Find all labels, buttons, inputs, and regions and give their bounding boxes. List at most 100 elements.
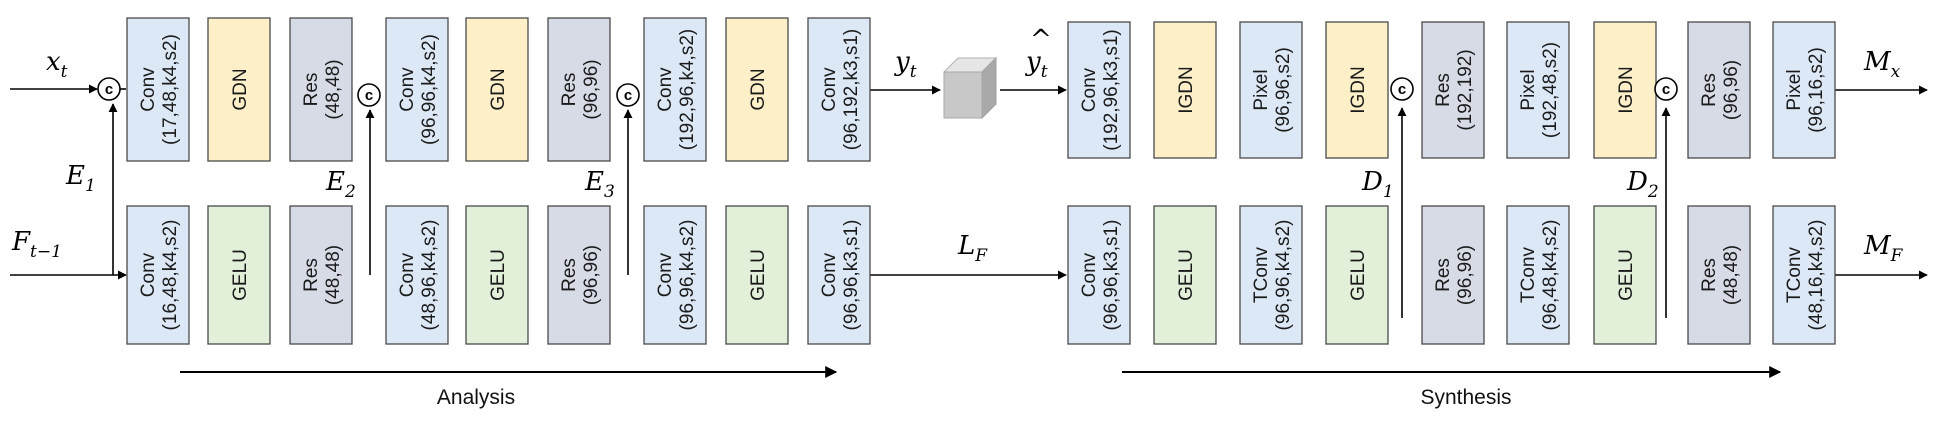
block-rect <box>465 17 529 162</box>
block-label-line: GELU <box>488 249 509 301</box>
block-rect <box>126 205 190 345</box>
block-rect <box>1325 205 1389 345</box>
block-label-line: Conv <box>655 67 676 112</box>
block-a-conv1-bot: Conv(16,48,k4,s2) <box>126 205 190 345</box>
block-label: Pixel(96,16,s2) <box>1784 47 1827 133</box>
label-l-f: LF <box>957 231 988 266</box>
block-a-res2-bot: Res(96,96) <box>547 205 611 345</box>
block-label: Res(48,48) <box>301 59 344 119</box>
block-rect <box>1687 21 1751 159</box>
block-a-conv4-top: Conv(96,192,k3,s1) <box>807 17 871 162</box>
block-label-line: Res <box>1699 73 1720 107</box>
block-a-conv2-top: Conv(96,96,k4,s2) <box>385 17 449 162</box>
block-label-line: IGDN <box>1348 66 1369 114</box>
block-label: Conv(96,96,k4,s2) <box>655 220 698 331</box>
block-label-line: (17,48,k4,s2) <box>160 34 181 145</box>
block-rect <box>1687 205 1751 345</box>
block-s-conv-top: Conv(192,96,k3,s1) <box>1067 21 1131 159</box>
block-label-line: Res <box>301 258 322 292</box>
concat-label: c <box>1662 81 1670 98</box>
block-a-gelu3: GELU <box>725 205 789 345</box>
block-s-conv-bot: Conv(96,96,k3,s1) <box>1067 205 1131 345</box>
block-rect <box>1506 205 1570 345</box>
concat-label: c <box>105 81 113 98</box>
block-rect <box>1153 21 1217 159</box>
caption-analysis: Analysis <box>437 386 515 409</box>
block-label: GELU <box>1176 249 1197 301</box>
block-label: Conv(96,96,k3,s1) <box>819 220 862 331</box>
concat-node-4: c <box>1390 77 1414 101</box>
block-label-line: (96,96,s2) <box>1273 47 1294 133</box>
label-y-hat-accent: ^ <box>1030 25 1052 55</box>
block-label: GELU <box>488 249 509 301</box>
block-label-line: Conv <box>397 67 418 112</box>
block-s-res2-top: Res(96,96) <box>1687 21 1751 159</box>
block-label-line: (96,48,k4,s2) <box>1540 220 1561 331</box>
block-label-line: GELU <box>1176 249 1197 301</box>
block-label-line: (192,96,k3,s1) <box>1101 29 1122 150</box>
block-label: GELU <box>230 249 251 301</box>
block-a-gdn2: GDN <box>465 17 529 162</box>
block-rect <box>1153 205 1217 345</box>
block-label-line: (16,48,k4,s2) <box>160 220 181 331</box>
block-label-line: Res <box>559 73 580 107</box>
block-rect <box>1239 21 1303 159</box>
block-label-line: Conv <box>1079 252 1100 297</box>
block-label-line: (96,96) <box>581 59 602 119</box>
block-a-gdn1: GDN <box>207 17 271 162</box>
block-rect <box>547 205 611 345</box>
block-label: Pixel(192,48,s2) <box>1518 42 1561 138</box>
block-label-line: (96,96) <box>1455 245 1476 305</box>
block-label-line: Res <box>1433 258 1454 292</box>
block-a-res1-bot: Res(48,48) <box>289 205 353 345</box>
block-label-line: Conv <box>1079 67 1100 112</box>
block-label: GELU <box>748 249 769 301</box>
block-label: Conv(96,96,k4,s2) <box>397 34 440 145</box>
block-label: IGDN <box>1616 66 1637 114</box>
block-label: TConv(96,48,k4,s2) <box>1518 220 1561 331</box>
block-rect <box>207 17 271 162</box>
block-rect <box>1506 21 1570 159</box>
block-label-line: (96,192,k3,s1) <box>841 29 862 150</box>
block-label-line: GDN <box>488 68 509 110</box>
block-label-line: Conv <box>397 252 418 297</box>
block-rect <box>126 17 190 162</box>
block-label: Conv(96,192,k3,s1) <box>819 29 862 150</box>
block-label-line: Conv <box>655 252 676 297</box>
block-rect <box>1772 21 1836 159</box>
block-label: TConv(48,16,k4,s2) <box>1784 220 1827 331</box>
block-a-conv2-bot: Conv(48,96,k4,s2) <box>385 205 449 345</box>
block-label-line: TConv <box>1251 247 1272 303</box>
block-label-line: (192,48,s2) <box>1540 42 1561 138</box>
block-label-line: (96,96,k3,s1) <box>1101 220 1122 331</box>
block-s-tconv2: TConv(96,48,k4,s2) <box>1506 205 1570 345</box>
block-label: Res(48,48) <box>301 245 344 305</box>
block-label: GELU <box>1348 249 1369 301</box>
label-m-f: MF <box>1863 231 1904 266</box>
block-label-line: Pixel <box>1784 69 1805 110</box>
block-rect <box>1593 21 1657 159</box>
block-s-pixel1: Pixel(96,96,s2) <box>1239 21 1303 159</box>
concat-label: c <box>1398 81 1406 98</box>
block-label: GELU <box>1616 249 1637 301</box>
block-s-pixel3: Pixel(96,16,s2) <box>1772 21 1836 159</box>
block-s-tconv1: TConv(96,96,k4,s2) <box>1239 205 1303 345</box>
block-label: Conv(96,96,k3,s1) <box>1079 220 1122 331</box>
block-rect <box>1593 205 1657 345</box>
block-rect <box>643 205 707 345</box>
block-label: Res(96,96) <box>559 59 602 119</box>
block-rect <box>807 17 871 162</box>
block-a-conv4-bot: Conv(96,96,k3,s1) <box>807 205 871 345</box>
block-label-line: (96,96,k3,s1) <box>841 220 862 331</box>
block-label-line: Res <box>1433 73 1454 107</box>
block-rect <box>1067 21 1131 159</box>
block-label-line: Pixel <box>1518 69 1539 110</box>
block-label: Res(48,48) <box>1699 245 1742 305</box>
block-label-line: GDN <box>748 68 769 110</box>
block-rect <box>465 205 529 345</box>
block-label: IGDN <box>1176 66 1197 114</box>
block-s-igdn2: IGDN <box>1325 21 1389 159</box>
block-label-line: (96,96) <box>1721 60 1742 120</box>
